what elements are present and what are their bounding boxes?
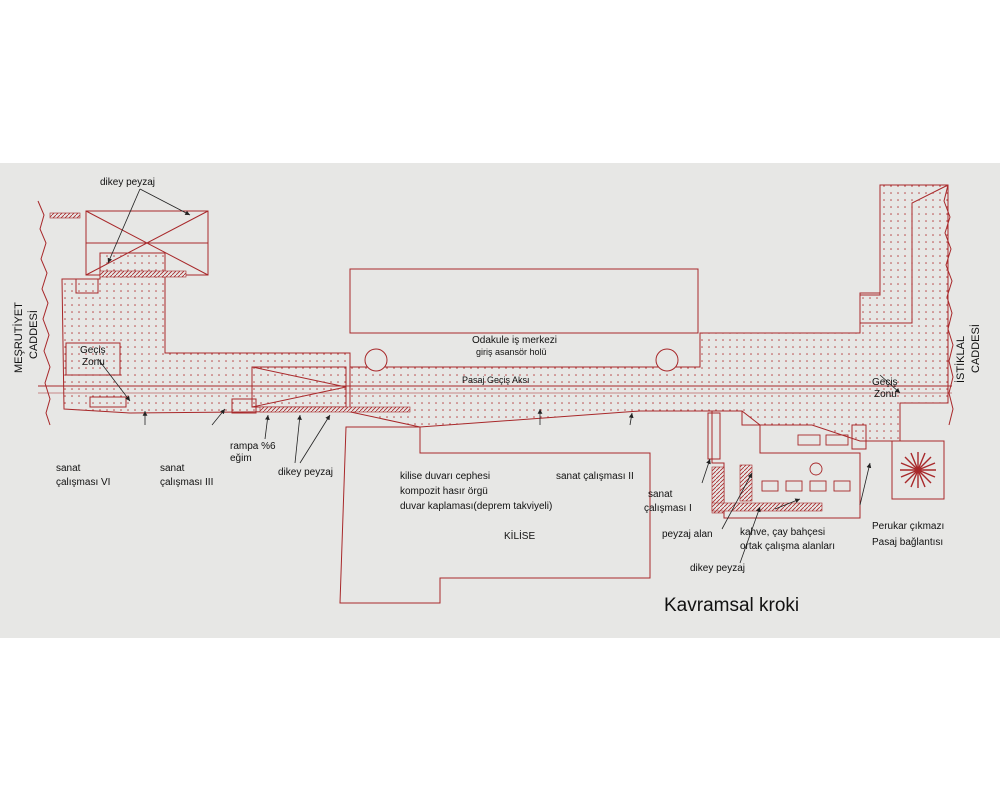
wall-strip-cafe-bottom — [711, 502, 823, 512]
street-right-line1: İSTİKLAL — [954, 336, 967, 383]
label-passage-axis: Pasaj Geçiş Aksı — [462, 375, 530, 385]
label-art-work-3-1: sanat — [160, 463, 185, 474]
label-transition-zone-right-2: Zonu — [874, 389, 897, 400]
label-art-work-6-1: sanat — [56, 463, 81, 474]
cafe-tables — [761, 434, 851, 492]
label-landscape-area: peyzaj alan — [662, 529, 713, 540]
label-odakule-1: Odakule iş merkezi — [472, 335, 557, 346]
label-church-wall-3: duvar kaplaması(deprem takviyeli) — [400, 501, 552, 512]
passage-area — [61, 184, 949, 442]
wall-strip-ramp — [259, 406, 411, 413]
label-perukar-2: Pasaj bağlantısı — [872, 537, 943, 548]
label-cafe-2: ortak çalışma alanları — [740, 541, 835, 552]
label-vertical-landscape-mid: dikey peyzaj — [278, 467, 333, 478]
perukar-square — [891, 440, 945, 500]
label-odakule-2: giriş asansör holü — [476, 347, 547, 357]
label-perukar-1: Perukar çıkmazı — [872, 521, 944, 532]
site-plan-drawing: MEŞRUTİYET CADDESİ İSTİKLAL CADDESİ dike… — [0, 163, 1000, 638]
column-left — [364, 348, 388, 372]
column-right — [655, 348, 679, 372]
wall-strip-top-left — [49, 212, 81, 219]
label-art-work-1-1: sanat — [648, 489, 673, 500]
label-art-work-2: sanat çalışması II — [556, 471, 634, 482]
label-church-wall-2: kompozit hasır örgü — [400, 486, 488, 497]
street-right-line2: CADDESİ — [969, 324, 982, 373]
wall-strip-cafe-left — [711, 466, 725, 514]
label-art-work-6-2: çalışması VI — [56, 477, 110, 488]
odakule-building — [349, 268, 699, 334]
street-left-line1: MEŞRUTİYET — [12, 302, 25, 373]
label-church: KİLİSE — [504, 529, 535, 542]
church-outline — [339, 426, 651, 604]
art-work-1-panel — [707, 412, 721, 460]
label-transition-zone-left-2: Zonu — [82, 357, 105, 368]
label-vertical-landscape-bottom: dikey peyzaj — [690, 563, 745, 574]
drawing-title: Kavramsal kroki — [664, 595, 799, 616]
label-ramp-2: eğim — [230, 453, 252, 464]
label-art-work-3-2: çalışması III — [160, 477, 213, 488]
label-cafe-1: kahve, çay bahçesi — [740, 527, 825, 538]
star-plant — [900, 452, 936, 488]
cafe-courtyard — [711, 410, 861, 519]
label-art-work-1-2: çalışması I — [644, 503, 692, 514]
label-vertical-landscape-top: dikey peyzaj — [100, 177, 155, 188]
drawing-sheet: MEŞRUTİYET CADDESİ İSTİKLAL CADDESİ dike… — [0, 163, 1000, 638]
label-transition-zone-right-1: Geçiş — [872, 377, 898, 388]
wall-strip-top — [99, 270, 187, 278]
street-left-line2: CADDESİ — [27, 310, 40, 359]
label-transition-zone-left-1: Geçiş — [80, 345, 106, 356]
label-church-wall-1: kilise duvarı cephesi — [400, 471, 490, 482]
wall-strip-cafe-inner — [739, 464, 753, 502]
label-ramp-1: rampa %6 — [230, 441, 276, 452]
left-street-edge — [37, 200, 51, 426]
